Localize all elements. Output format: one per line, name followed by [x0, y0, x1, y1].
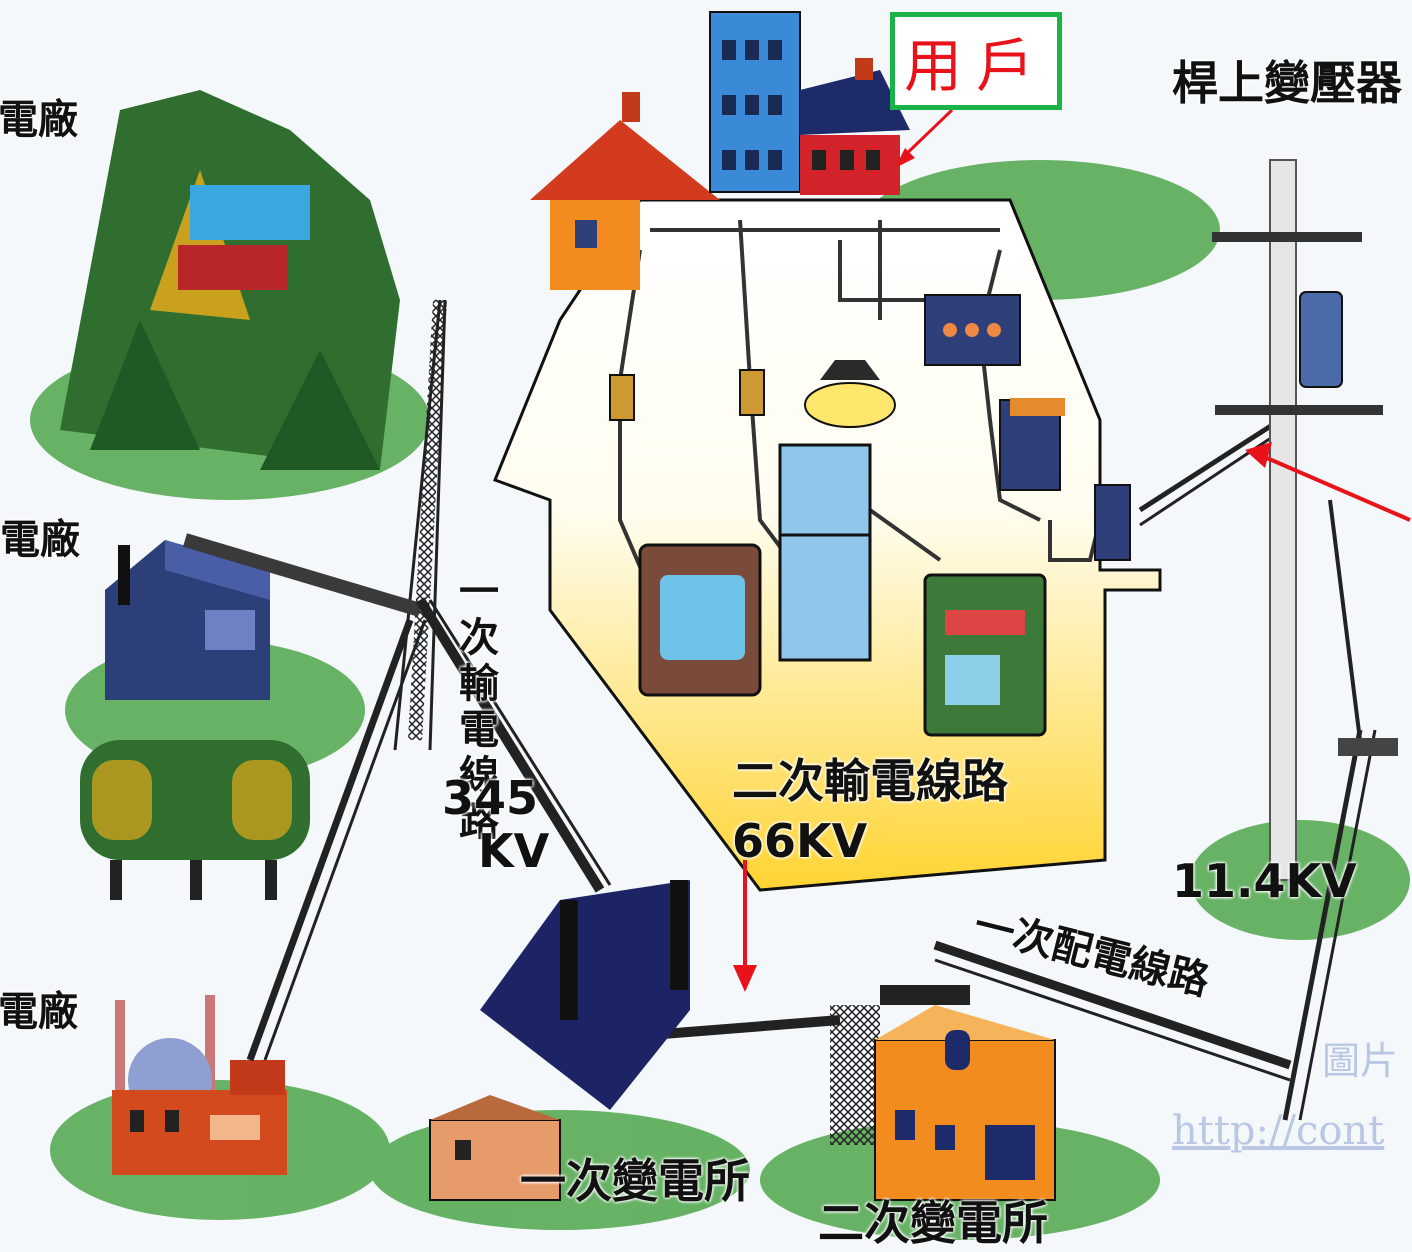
residential-buildings — [530, 11, 910, 290]
watermark-text: 圖片 — [1322, 1039, 1399, 1083]
thermal-power-plant — [80, 540, 310, 900]
distribution-kv-label: 11.4KV — [1172, 854, 1357, 908]
secondary-kv-label: 66KV — [732, 814, 868, 868]
nuclear-plant-label: 電廠 — [0, 989, 78, 1035]
callout-arrows — [733, 108, 1411, 992]
transmission-lines — [183, 299, 1377, 1121]
user-callout-box: 用戶 — [890, 12, 1062, 110]
pole-transformer-label: 桿上變壓器 — [1172, 56, 1402, 110]
hydro-plant-label: 電廠 — [0, 97, 78, 143]
primary-kv-unit: KV — [478, 824, 550, 878]
secondary-substation — [830, 985, 1056, 1201]
thermal-plant-label: 發電廠 — [0, 517, 80, 563]
hydro-power-plant — [60, 90, 400, 470]
utility-pole-transformer — [1212, 159, 1398, 881]
nuclear-power-plant — [112, 995, 287, 1175]
secondary-transmission-label: 二次輸電線路 — [732, 754, 1008, 808]
watermark-url: http://cont — [1172, 1108, 1385, 1154]
user-label: 用戶 — [903, 32, 1048, 100]
secondary-substation-label: 二次變電所 — [818, 1196, 1048, 1250]
primary-kv-value: 345 — [442, 771, 539, 825]
primary-substation-label: 一次變電所 — [520, 1154, 750, 1208]
household-cutaway — [493, 198, 1162, 892]
primary-transmission-label: 一次輸電線路 — [452, 570, 498, 846]
primary-substation — [429, 880, 690, 1201]
